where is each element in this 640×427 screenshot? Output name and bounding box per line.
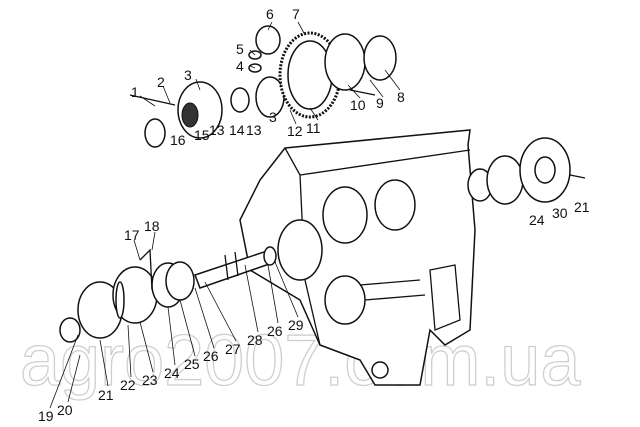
label-14: 14 (229, 122, 245, 138)
label-12: 12 (287, 123, 303, 139)
label-9: 9 (376, 95, 384, 111)
label-21b: 21 (574, 199, 590, 215)
label-3: 3 (184, 67, 192, 83)
label-18: 18 (144, 218, 160, 234)
label-25: 25 (184, 356, 200, 372)
label-26: 26 (203, 348, 219, 364)
label-22: 22 (120, 377, 136, 393)
part-labels: 1 2 3 4 5 6 7 8 9 10 11 12 3 13 14 13 15… (38, 6, 590, 424)
label-20: 20 (57, 402, 73, 418)
label-16: 16 (170, 132, 186, 148)
label-1: 1 (131, 84, 139, 100)
label-11: 11 (306, 120, 321, 136)
label-5: 5 (236, 41, 244, 57)
label-7: 7 (292, 6, 300, 22)
label-8: 8 (397, 89, 405, 105)
label-26b: 26 (267, 323, 283, 339)
label-21: 21 (98, 387, 114, 403)
watermark: agro2007.com.ua (20, 321, 581, 401)
label-6: 6 (266, 6, 274, 22)
label-23: 23 (142, 372, 158, 388)
label-24b: 24 (529, 212, 545, 228)
label-24: 24 (164, 365, 180, 381)
label-27: 27 (225, 341, 241, 357)
label-3b: 3 (269, 109, 277, 125)
label-10: 10 (350, 97, 366, 113)
label-13: 13 (246, 122, 262, 138)
gearbox-housing (239, 129, 476, 386)
label-15: 15 (194, 127, 210, 143)
lower-shaft-assembly (59, 246, 277, 343)
label-4: 4 (236, 58, 244, 74)
label-29: 29 (288, 317, 304, 333)
leader-lines (49, 21, 401, 409)
label-28: 28 (247, 332, 263, 348)
label-17: 17 (124, 227, 140, 243)
differential-assembly (129, 25, 397, 148)
label-13b: 13 (209, 122, 225, 138)
label-19: 19 (38, 408, 54, 424)
label-2: 2 (157, 74, 165, 90)
right-flange-assembly (467, 137, 586, 205)
label-30: 30 (552, 205, 568, 221)
